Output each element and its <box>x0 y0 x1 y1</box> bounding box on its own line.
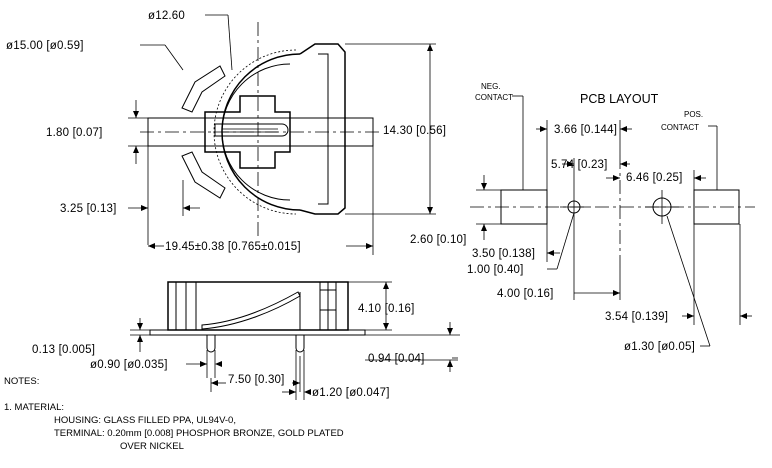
spring-slot <box>214 123 289 137</box>
dim-dia-0-90: ø0.90 [ø0.035] <box>90 359 168 371</box>
notes-terminal: TERMINAL: 0.20mm [0.008] PHOSPHOR BRONZE… <box>54 428 344 439</box>
notes-housing: HOUSING: GLASS FILLED PPA, UL94V-0, <box>54 415 236 426</box>
dim-3-50: 3.50 [0.138] <box>472 248 535 260</box>
lower-tab <box>181 151 226 199</box>
notes-terminal-cont: OVER NICKEL <box>120 441 184 452</box>
dim-1-80: 1.80 [0.07] <box>46 127 103 139</box>
dim-0-13: 0.13 [0.005] <box>32 344 95 356</box>
pin-left <box>206 335 216 353</box>
neg-contact-label-1: NEG. <box>481 82 501 91</box>
top-view: ø12.60 ø15.00 [ø0.59] 1.80 [0.07] 14.30 … <box>6 10 446 255</box>
dim-19-45: 19.45±0.38 [0.765±0.015] <box>165 241 301 253</box>
pcb-layout-title: PCB LAYOUT <box>580 92 659 106</box>
holder-right-body <box>299 43 346 215</box>
dim-diameter-12-60: ø12.60 <box>148 10 185 22</box>
dim-5-74: 5.74 [0.23] <box>551 159 608 171</box>
spring-slot-inner <box>222 128 278 133</box>
dim-3-66: 3.66 [0.144] <box>554 124 617 136</box>
pcb-layout: PCB LAYOUT NEG. CONTACT POS. CONTACT 3.6… <box>410 82 755 353</box>
dim-4-00: 4.00 [0.16] <box>497 288 554 300</box>
side-spring <box>201 291 301 330</box>
pos-contact-label-1: POS. <box>684 110 703 119</box>
dim-diameter-15-00: ø15.00 [ø0.59] <box>6 40 84 52</box>
dim-14-30: 14.30 [0.56] <box>383 125 446 137</box>
dim-3-54: 3.54 [0.139] <box>605 311 668 323</box>
pin-right <box>295 335 305 353</box>
dim-3-25: 3.25 [0.13] <box>60 203 117 215</box>
dim-7-50: 7.50 [0.30] <box>228 374 285 386</box>
side-view: 4.10 [0.16] 0.13 [0.005] ø0.90 [ø0.035] … <box>32 281 460 400</box>
dim-6-46: 6.46 [0.25] <box>626 172 683 184</box>
dim-2-60: 2.60 [0.10] <box>410 234 467 246</box>
dim-0-94: 0.94 [0.04] <box>368 353 425 365</box>
pos-contact-label-2: CONTACT <box>661 123 699 132</box>
dim-1-00: 1.00 [0.40] <box>467 264 524 276</box>
dim-4-10: 4.10 [0.16] <box>358 303 415 315</box>
notes-heading: NOTES: <box>4 376 39 387</box>
outer-serration <box>213 49 297 215</box>
dim-dia-1-20: ø1.20 [ø0.047] <box>312 387 390 399</box>
spring-contact <box>204 95 291 169</box>
neg-contact-label-2: CONTACT <box>475 93 513 102</box>
notes: NOTES: 1. MATERIAL: HOUSING: GLASS FILLE… <box>4 376 344 452</box>
upper-tab <box>181 65 226 113</box>
notes-item-1: 1. MATERIAL: <box>4 402 64 413</box>
dim-dia-1-30: ø1.30 [ø0.05] <box>624 341 695 353</box>
holder-right-inner <box>318 53 329 205</box>
side-body <box>167 281 349 331</box>
